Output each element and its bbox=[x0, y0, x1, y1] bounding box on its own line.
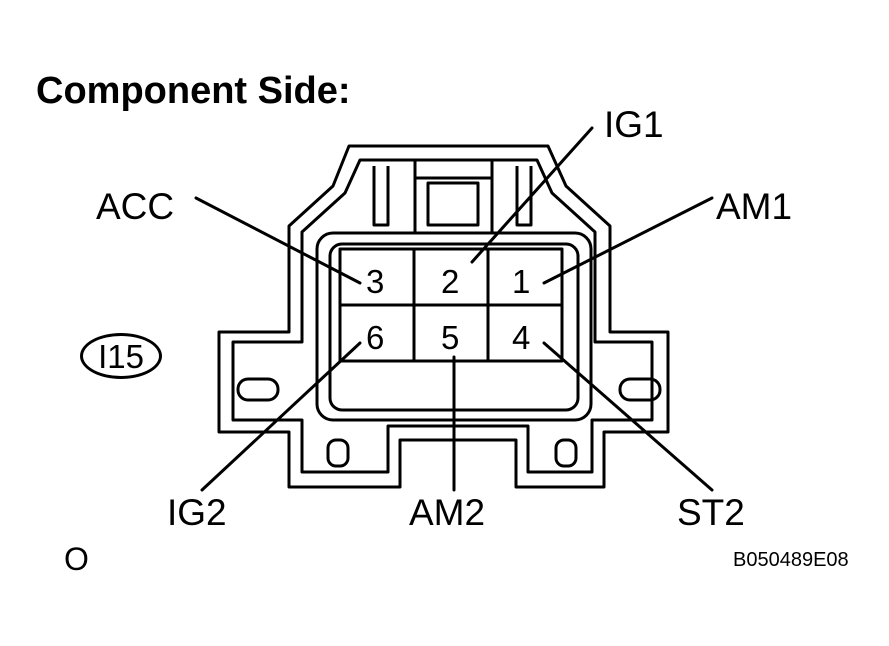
pin-number-3: 3 bbox=[366, 263, 385, 300]
foot-slot-right bbox=[554, 438, 578, 468]
callout-line-acc bbox=[194, 196, 362, 285]
signal-label-am1: AM1 bbox=[716, 186, 793, 227]
signal-label-ig2: IG2 bbox=[167, 492, 227, 533]
signal-label-am2: AM2 bbox=[409, 492, 486, 533]
footer-mark: O bbox=[64, 541, 89, 577]
pin-number-1: 1 bbox=[512, 263, 531, 300]
figure-code: B050489E08 bbox=[733, 549, 849, 571]
housing-outline bbox=[217, 144, 670, 489]
pin-number-2: 2 bbox=[441, 263, 460, 300]
callout-line-ig2 bbox=[200, 341, 362, 492]
callout-line-am1 bbox=[542, 196, 714, 285]
pin-number-6: 6 bbox=[366, 319, 385, 356]
pin-number-5: 5 bbox=[441, 319, 460, 356]
diagram-title: Component Side: bbox=[36, 70, 351, 112]
latch-frame bbox=[413, 160, 494, 232]
pin-number-4: 4 bbox=[512, 319, 531, 356]
mount-hole-right bbox=[618, 377, 662, 402]
connector-id-badge: I15 bbox=[80, 333, 162, 379]
signal-label-ig1: IG1 bbox=[604, 104, 664, 145]
callout-line-ig1 bbox=[470, 126, 594, 264]
signal-label-acc: ACC bbox=[96, 186, 175, 227]
latch-slot-left bbox=[372, 166, 390, 227]
callout-line-st2 bbox=[542, 341, 714, 492]
latch-slot-right bbox=[515, 166, 533, 227]
foot-slot-left bbox=[326, 438, 350, 468]
mount-hole-left bbox=[236, 377, 280, 402]
connector-id-text: I15 bbox=[98, 337, 144, 375]
lock-tab bbox=[426, 181, 480, 227]
signal-label-st2: ST2 bbox=[677, 492, 745, 533]
housing-inner-outline bbox=[231, 158, 654, 474]
